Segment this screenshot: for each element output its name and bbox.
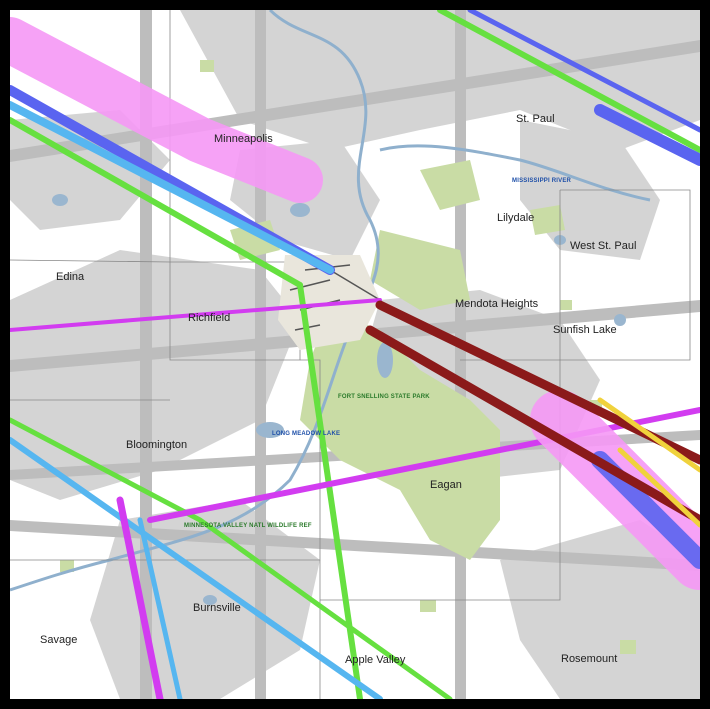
label-st-paul: St. Paul: [516, 113, 555, 125]
label-mendota-heights: Mendota Heights: [455, 298, 539, 310]
place-labels: Minneapolis St. Paul Lilydale West St. P…: [40, 113, 636, 666]
label-fort-snelling: FORT SNELLING STATE PARK: [338, 394, 430, 400]
flight-tracks: [10, 10, 700, 699]
label-burnsville: Burnsville: [193, 602, 241, 614]
label-sunfish-lake: Sunfish Lake: [553, 324, 617, 336]
label-richfield: Richfield: [188, 312, 230, 324]
label-minnesota-valley: MINNESOTA VALLEY NATL WILDLIFE REF: [184, 523, 312, 529]
label-west-st-paul: West St. Paul: [570, 240, 636, 252]
label-bloomington: Bloomington: [126, 439, 187, 451]
label-savage: Savage: [40, 634, 77, 646]
flight-track-map: Minneapolis St. Paul Lilydale West St. P…: [10, 10, 700, 699]
label-minneapolis: Minneapolis: [214, 133, 273, 145]
feature-labels: MISSISSIPPI RIVER FORT SNELLING STATE PA…: [184, 178, 572, 529]
label-lilydale: Lilydale: [497, 212, 534, 224]
label-edina: Edina: [56, 271, 85, 283]
lakes: [52, 194, 626, 605]
label-mississippi-river: MISSISSIPPI RIVER: [512, 178, 572, 184]
label-long-meadow-lake: LONG MEADOW LAKE: [272, 431, 340, 437]
label-apple-valley: Apple Valley: [345, 654, 406, 666]
label-rosemount: Rosemount: [561, 653, 617, 665]
label-eagan: Eagan: [430, 479, 462, 491]
